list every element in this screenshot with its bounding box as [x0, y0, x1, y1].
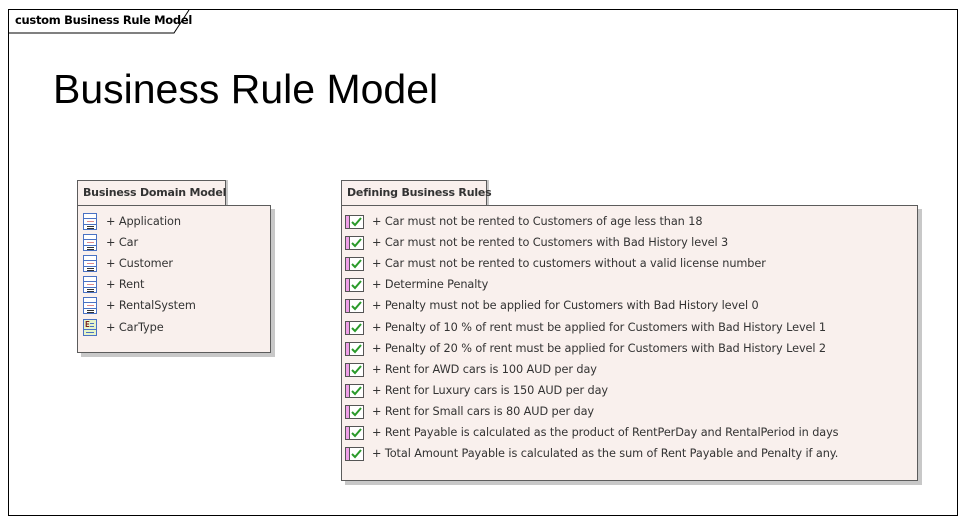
class-icon — [83, 234, 97, 251]
list-item-rule[interactable]: + Total Amount Payable is calculated as … — [345, 443, 838, 464]
business-rule-icon — [345, 214, 364, 229]
list-item-rule[interactable]: + Determine Penalty — [345, 274, 488, 295]
list-item-rentalsystem[interactable]: + RentalSystem — [83, 295, 196, 316]
frame-tab-outline — [8, 9, 190, 34]
business-rule-icon — [345, 298, 364, 313]
item-label: + Total Amount Payable is calculated as … — [372, 447, 839, 460]
business-rule-icon — [345, 425, 364, 440]
item-label: + Customer — [106, 257, 173, 270]
item-label: + Penalty of 10 % of rent must be applie… — [372, 321, 827, 334]
item-label: + Determine Penalty — [372, 278, 489, 291]
package-tab[interactable]: Business Domain Model — [77, 180, 226, 206]
list-item-car[interactable]: + Car — [83, 232, 138, 253]
list-item-rule[interactable]: + Rent for Luxury cars is 150 AUD per da… — [345, 380, 608, 401]
enumeration-icon: E — [83, 319, 97, 336]
list-item-rule[interactable]: + Penalty must not be applied for Custom… — [345, 295, 759, 316]
business-rule-icon — [345, 235, 364, 250]
item-label: + CarType — [106, 321, 164, 334]
list-item-rule[interactable]: + Penalty of 10 % of rent must be applie… — [345, 317, 826, 338]
item-label: + Rent Payable is calculated as the prod… — [372, 426, 839, 439]
item-label: + Rent — [106, 278, 145, 291]
diagram-frame — [8, 9, 958, 516]
class-icon — [83, 213, 97, 230]
frame-label: custom Business Rule Model — [15, 13, 192, 27]
list-item-rule[interactable]: + Rent for AWD cars is 100 AUD per day — [345, 359, 597, 380]
business-rule-icon — [345, 383, 364, 398]
business-rule-icon — [345, 320, 364, 335]
business-rule-icon — [345, 277, 364, 292]
business-rule-icon — [345, 446, 364, 461]
item-label: + RentalSystem — [106, 299, 196, 312]
class-icon — [83, 276, 97, 293]
item-label: + Penalty of 20 % of rent must be applie… — [372, 342, 827, 355]
package-defining-business-rules[interactable]: Defining Business Rules + Car must not b… — [341, 180, 918, 481]
item-label: + Application — [106, 215, 181, 228]
package-tab[interactable]: Defining Business Rules — [341, 180, 492, 206]
list-item-rule[interactable]: + Penalty of 20 % of rent must be applie… — [345, 338, 826, 359]
package-name: Business Domain Model — [83, 186, 227, 199]
package-body[interactable]: + Car must not be rented to Customers of… — [341, 205, 918, 481]
list-item-rule[interactable]: + Rent for Small cars is 80 AUD per day — [345, 401, 594, 422]
list-item-customer[interactable]: + Customer — [83, 253, 173, 274]
class-icon — [83, 297, 97, 314]
item-label: + Car must not be rented to Customers wi… — [372, 236, 729, 249]
list-item-cartype[interactable]: E + CarType — [83, 317, 164, 338]
business-rule-icon — [345, 256, 364, 271]
list-item-rule[interactable]: + Car must not be rented to customers wi… — [345, 253, 766, 274]
business-rule-icon — [345, 404, 364, 419]
package-business-domain-model[interactable]: Business Domain Model + Application + Ca… — [77, 180, 271, 354]
item-label: + Penalty must not be applied for Custom… — [372, 299, 759, 312]
list-item-application[interactable]: + Application — [83, 211, 181, 232]
business-rule-icon — [345, 341, 364, 356]
item-label: + Rent for Luxury cars is 150 AUD per da… — [372, 384, 609, 397]
item-label: + Car must not be rented to customers wi… — [372, 257, 766, 270]
package-name: Defining Business Rules — [347, 186, 492, 199]
item-label: + Car must not be rented to Customers of… — [372, 215, 703, 228]
package-body[interactable]: + Application + Car + Customer + Rent + … — [77, 205, 271, 353]
list-item-rule[interactable]: + Car must not be rented to Customers wi… — [345, 232, 728, 253]
diagram-title[interactable]: Business Rule Model — [53, 66, 439, 112]
class-icon — [83, 255, 97, 272]
item-label: + Rent for AWD cars is 100 AUD per day — [372, 363, 597, 376]
item-label: + Car — [106, 236, 139, 249]
item-label: + Rent for Small cars is 80 AUD per day — [372, 405, 594, 418]
list-item-rule[interactable]: + Car must not be rented to Customers of… — [345, 211, 703, 232]
business-rule-icon — [345, 362, 364, 377]
list-item-rent[interactable]: + Rent — [83, 274, 144, 295]
list-item-rule[interactable]: + Rent Payable is calculated as the prod… — [345, 422, 839, 443]
